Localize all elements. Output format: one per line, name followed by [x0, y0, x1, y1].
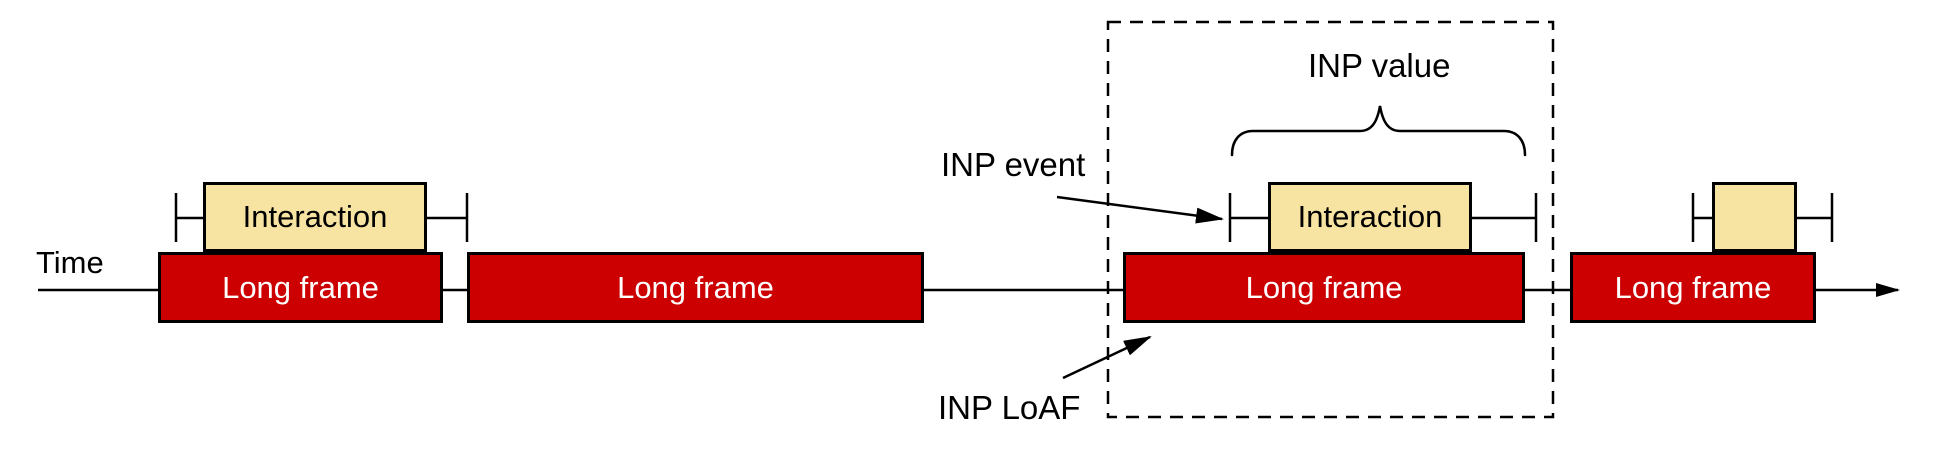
inp-value-label: INP value	[1308, 47, 1451, 84]
inp-event-label: INP event	[941, 146, 1086, 183]
long-frame-4-label: Long frame	[1614, 269, 1772, 305]
inp-event-arrow	[1056, 195, 1224, 224]
long-frame-3-label: Long frame	[1245, 269, 1403, 305]
interaction-1: Interaction	[203, 182, 427, 252]
long-frame-1: Long frame	[158, 252, 443, 323]
inp-loaf-label: INP LoAF	[938, 389, 1081, 426]
long-frame-3-inp-loaf: Long frame	[1123, 252, 1525, 323]
interaction-1-label: Interaction	[242, 199, 388, 234]
interaction-2-inp: Interaction	[1268, 182, 1472, 252]
interaction-3	[1712, 182, 1797, 252]
time-axis-label: Time	[36, 245, 104, 280]
interaction-2-label: Interaction	[1297, 199, 1443, 234]
long-frame-4: Long frame	[1570, 252, 1816, 323]
long-frame-2-label: Long frame	[617, 269, 774, 305]
long-frame-2: Long frame	[467, 252, 924, 323]
inp-value-brace	[1230, 105, 1527, 157]
long-frame-1-label: Long frame	[222, 269, 379, 305]
inp-loaf-arrow	[1062, 335, 1152, 380]
